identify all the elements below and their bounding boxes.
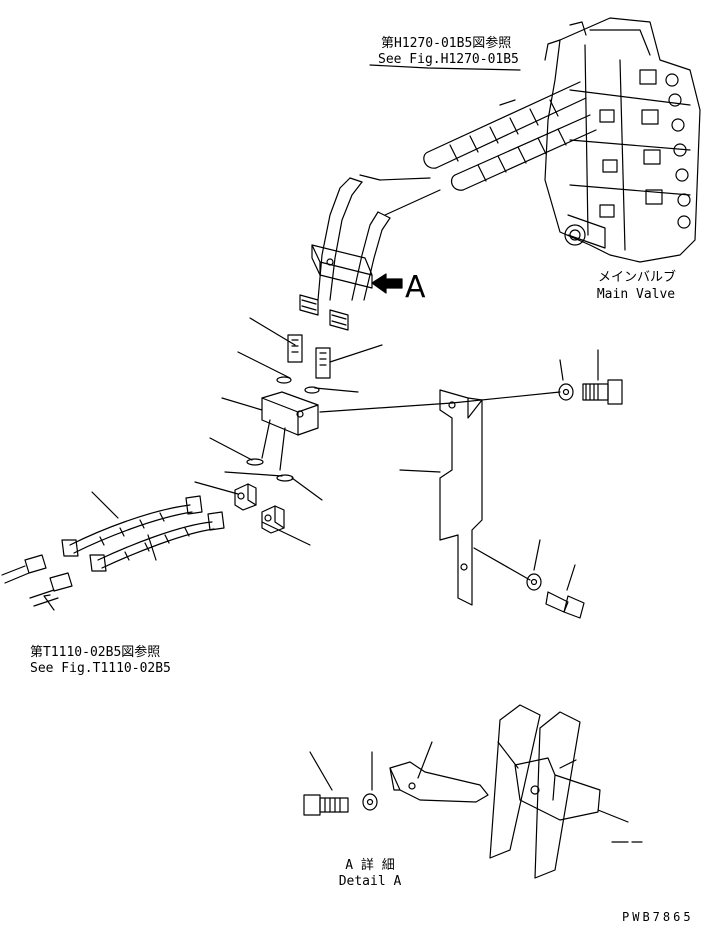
o-ring-lower-left (246, 458, 264, 466)
drawing-code: PWB7865 (622, 910, 694, 924)
bracket (439, 389, 483, 606)
washer-top (558, 383, 574, 401)
bolt-top (582, 379, 623, 405)
main-valve-label-en: Main Valve (596, 287, 676, 302)
leader-lines-top (359, 64, 521, 216)
o-ring-upper-right (304, 386, 320, 394)
top-ref-jp: 第H1270-01B5図参照 (381, 36, 512, 51)
hose-lower-right (89, 511, 225, 572)
washer-bottom-hole (530, 578, 538, 586)
adapter-left (287, 334, 303, 363)
adapter-right (315, 347, 331, 379)
view-a-label: A (405, 270, 426, 305)
leader-bracket (319, 391, 561, 581)
elbow-right (261, 505, 285, 534)
junction-block (261, 391, 319, 471)
detail-a-label-jp: A 詳 細 (345, 858, 395, 873)
hose-lower-left (61, 495, 203, 557)
bottom-ref-en: See Fig.T1110-02B5 (30, 661, 171, 676)
main-valve-label-jp: メインバルブ (597, 270, 676, 285)
main-valve-body (544, 17, 701, 263)
detail-a-pipes (489, 704, 643, 879)
detail-a-clamp (389, 741, 489, 803)
detail-a-washer (362, 751, 378, 811)
detail-a-bolt (303, 751, 349, 816)
o-ring-upper-left (276, 376, 292, 384)
bent-pipe-pair (317, 177, 391, 301)
hose-from-valve-upper (423, 81, 587, 169)
washer-top-hole (562, 388, 570, 396)
bottom-ref-jp: 第T1110-02B5図参照 (30, 645, 161, 660)
bolt-bottom (545, 591, 585, 619)
washer-bottom (526, 573, 542, 591)
top-ref-en: See Fig.H1270-01B5 (378, 52, 519, 67)
elbow-left (234, 483, 257, 511)
leader-lines-middle (91, 317, 599, 591)
pipe-fittings-upper (299, 294, 349, 331)
adapters-lower-left (1, 554, 73, 611)
view-a-arrow (371, 273, 403, 294)
detail-a-label-en: Detail A (338, 874, 402, 889)
hose-from-valve-lower (450, 114, 597, 191)
